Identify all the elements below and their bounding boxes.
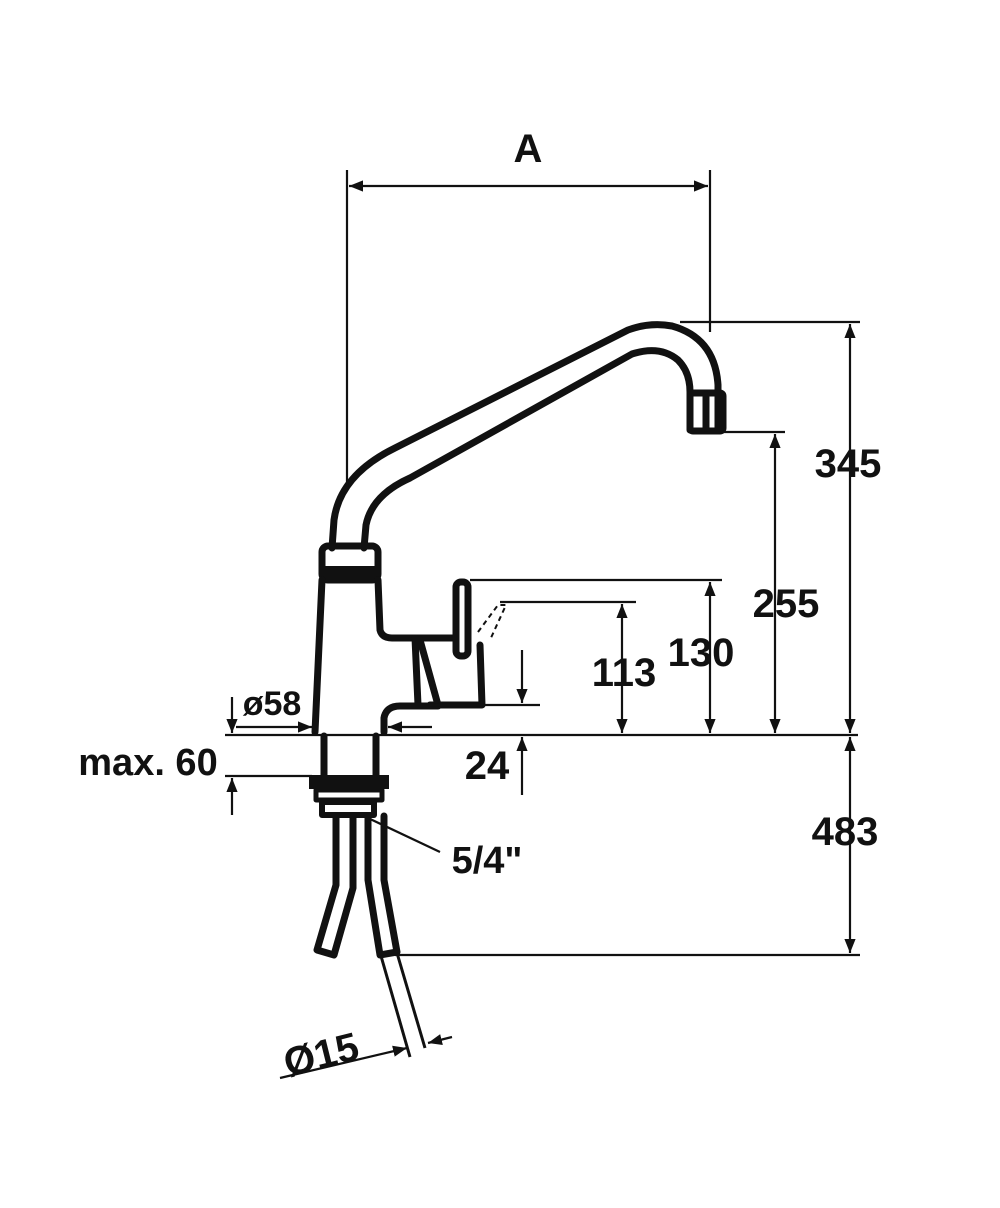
valve-body [311, 576, 459, 736]
spout-outer [328, 321, 722, 552]
label-thread: 5/4" [452, 840, 523, 882]
base-plate [380, 702, 442, 736]
label-483: 483 [812, 810, 879, 854]
label-max-60: max. 60 [78, 742, 217, 784]
label-a: A [514, 127, 543, 171]
cartridge-block [411, 634, 486, 709]
hose-left [313, 812, 357, 959]
shank [320, 732, 380, 780]
swivel-collar [318, 542, 382, 584]
label-345: 345 [815, 442, 882, 486]
tap-outline [309, 321, 727, 1058]
label-255: 255 [753, 582, 820, 626]
lever-handle [452, 578, 472, 660]
label-diameter-15: Ø15 [279, 1025, 363, 1086]
label-24: 24 [465, 744, 510, 788]
lever-alt-position [477, 604, 508, 641]
collar-band [322, 566, 378, 578]
hose-right [364, 812, 401, 959]
dimension-lines [225, 170, 860, 1080]
label-113: 113 [592, 651, 657, 695]
label-diameter-58: ø58 [243, 685, 302, 723]
lock-nut [309, 775, 389, 789]
spout-inner [360, 347, 694, 552]
label-130: 130 [668, 631, 735, 675]
